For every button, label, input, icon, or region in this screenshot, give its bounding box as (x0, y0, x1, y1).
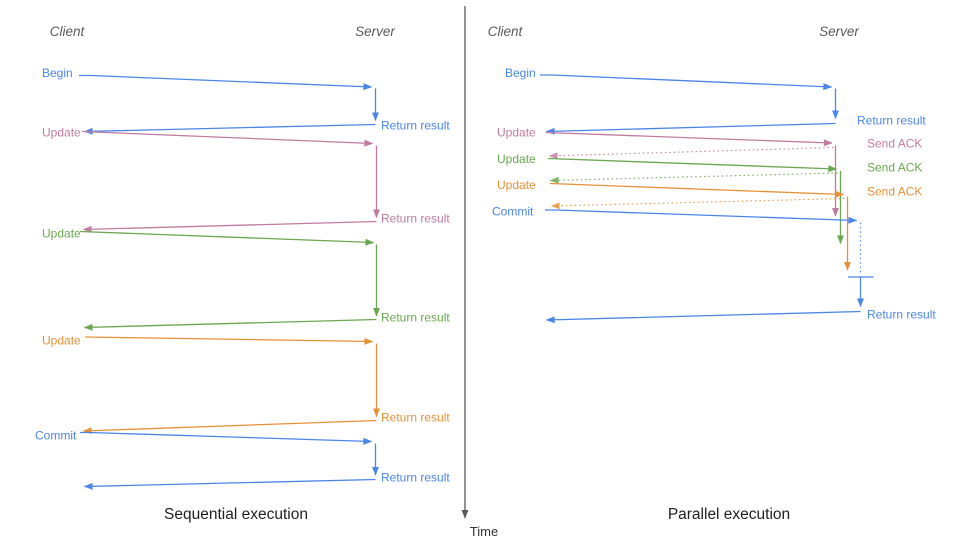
diagram-title: Sequential execution (164, 506, 308, 523)
response-arrow (545, 310, 861, 324)
seq-commit-exchange: Commit Return result (35, 429, 450, 490)
parallel-diagram: Client Server Begin Return result Update… (488, 24, 937, 523)
request-arrow (545, 131, 833, 147)
message-label: Update (42, 126, 81, 140)
client-actor-label: Client (488, 24, 524, 39)
response-label: Return result (381, 311, 450, 325)
request-arrow (84, 336, 374, 345)
response-arrow (82, 220, 377, 233)
par-commit-exchange: Commit Return result (492, 205, 936, 324)
sequential-diagram: Client Server Begin Return result Update… (35, 24, 450, 523)
ack-arrow (549, 172, 838, 184)
request-arrow (81, 130, 374, 147)
request-arrow (79, 74, 373, 91)
response-arrow (545, 122, 836, 135)
message-label: Commit (492, 205, 534, 219)
message-label: Begin (42, 66, 73, 80)
response-arrow (82, 419, 377, 435)
ack-label: Send ACK (867, 137, 922, 151)
request-arrow (80, 431, 373, 445)
request-arrow (545, 209, 858, 224)
diagram-title: Parallel execution (668, 506, 790, 523)
ack-label: Send ACK (867, 185, 922, 199)
seq-update1-exchange: Update Return result (42, 126, 450, 233)
time-axis: Time (461, 6, 498, 539)
ack-arrow (548, 146, 834, 160)
response-label: Return result (381, 119, 450, 133)
request-arrow (540, 74, 833, 91)
request-arrow (79, 230, 375, 246)
ack-label: Send ACK (867, 161, 922, 175)
par-update1-exchange: Update Send ACK (497, 126, 922, 217)
request-arrow (549, 182, 845, 198)
message-label: Update (42, 334, 81, 348)
ack-arrow (550, 197, 845, 210)
message-label: Commit (35, 429, 77, 443)
response-label: Return result (381, 411, 450, 425)
request-arrow (547, 157, 838, 173)
message-label: Update (42, 227, 81, 241)
response-label: Return result (381, 471, 450, 485)
response-arrow (83, 123, 376, 135)
par-update2-exchange: Update Send ACK (497, 152, 922, 245)
response-arrow (83, 478, 376, 490)
response-label: Return result (857, 114, 926, 128)
time-axis-label: Time (470, 524, 498, 539)
seq-update2-exchange: Update Return result (42, 227, 450, 331)
message-label: Update (497, 178, 536, 192)
server-actor-label: Server (355, 24, 395, 39)
par-update3-exchange: Update Send ACK (497, 178, 922, 271)
message-label: Update (497, 126, 536, 140)
response-arrow (83, 318, 377, 331)
par-begin-exchange: Begin Return result (505, 66, 926, 135)
message-label: Begin (505, 66, 536, 80)
message-label: Update (497, 152, 536, 166)
seq-begin-exchange: Begin Return result (42, 66, 450, 135)
client-actor-label: Client (50, 24, 86, 39)
server-actor-label: Server (819, 24, 859, 39)
seq-update3-exchange: Update Return result (42, 334, 450, 435)
response-label: Return result (867, 308, 936, 322)
response-label: Return result (381, 212, 450, 226)
